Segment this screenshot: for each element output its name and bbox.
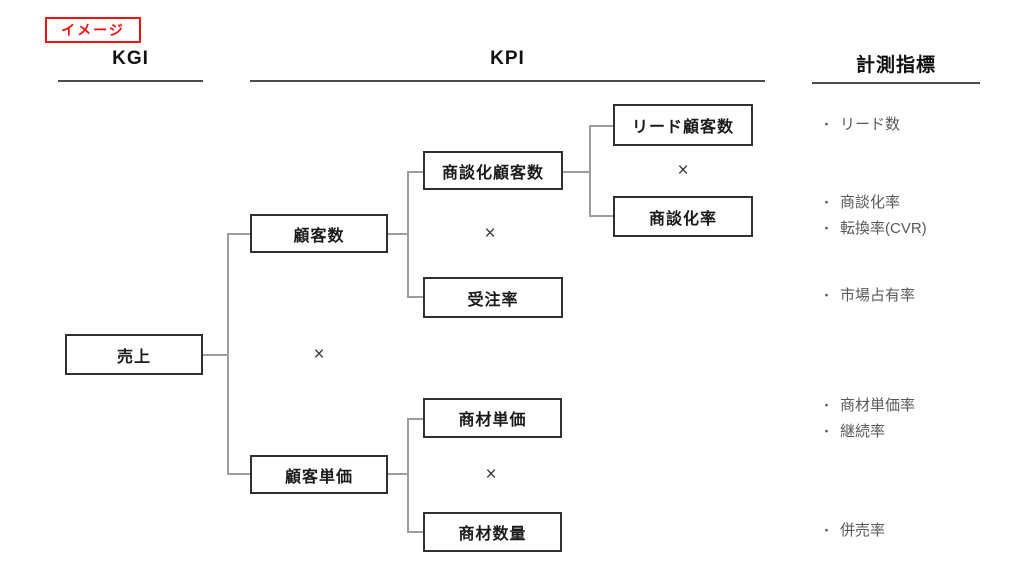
column-header-metrics: 計測指標 — [855, 55, 936, 76]
connector-line — [388, 473, 407, 475]
indicator-label: 継続率 — [840, 423, 886, 440]
indicator-item: ・リード数 — [820, 114, 1020, 136]
connector-line — [407, 171, 423, 173]
image-tag-label: イメージ — [61, 22, 125, 38]
bullet-icon: ・ — [820, 117, 834, 132]
connector-line — [407, 418, 423, 420]
connector-line — [407, 418, 409, 532]
bullet-icon: ・ — [820, 288, 834, 303]
multiply-sign: × — [313, 344, 325, 365]
connector-line — [589, 125, 591, 217]
node-customer-unit-price: 顧客単価 — [250, 455, 388, 494]
indicator-label: 商材単価率 — [840, 397, 916, 414]
metrics-header-underline — [812, 82, 980, 84]
indicator-item: ・転換率(CVR) — [820, 218, 1020, 240]
indicator-item: ・商談化率 — [820, 192, 1020, 214]
bullet-icon: ・ — [820, 195, 834, 210]
bullet-icon: ・ — [820, 221, 834, 236]
connector-line — [227, 233, 250, 235]
column-header-kpi: KPI — [490, 48, 525, 69]
image-tag-badge: イメージ — [45, 17, 141, 43]
indicator-label: リード数 — [840, 116, 901, 133]
kgi-header-underline — [58, 80, 203, 82]
connector-line — [589, 125, 613, 127]
node-negotiation-rate: 商談化率 — [613, 196, 753, 237]
indicator-label: 商談化率 — [840, 194, 901, 211]
indicator-item: ・商材単価率 — [820, 395, 1020, 417]
node-sales: 売上 — [65, 334, 203, 375]
connector-line — [203, 354, 227, 356]
connector-line — [407, 171, 409, 297]
node-product-quantity: 商材数量 — [423, 512, 562, 552]
kpi-header-underline — [250, 80, 765, 82]
connector-line — [563, 171, 589, 173]
node-customers: 顧客数 — [250, 214, 388, 253]
indicator-item: ・市場占有率 — [820, 285, 1020, 307]
bullet-icon: ・ — [820, 424, 834, 439]
indicator-label: 市場占有率 — [840, 287, 916, 304]
indicator-label: 併売率 — [840, 522, 886, 539]
node-product-unit-price: 商材単価 — [423, 398, 562, 438]
connector-line — [407, 531, 423, 533]
multiply-sign: × — [485, 464, 497, 485]
connector-line — [388, 233, 407, 235]
indicator-label: 転換率(CVR) — [840, 220, 927, 237]
multiply-sign: × — [677, 160, 689, 181]
indicator-item: ・継続率 — [820, 421, 1020, 443]
connector-line — [589, 215, 613, 217]
bullet-icon: ・ — [820, 398, 834, 413]
node-lead-customers: リード顧客数 — [613, 104, 753, 146]
bullet-icon: ・ — [820, 523, 834, 538]
connector-line — [407, 296, 423, 298]
connector-line — [227, 233, 229, 475]
connector-line — [227, 473, 250, 475]
column-header-kgi: KGI — [112, 48, 149, 69]
node-order-rate: 受注率 — [423, 277, 563, 318]
node-negotiation-customers: 商談化顧客数 — [423, 151, 563, 190]
indicator-item: ・併売率 — [820, 520, 1020, 542]
multiply-sign: × — [484, 223, 496, 244]
